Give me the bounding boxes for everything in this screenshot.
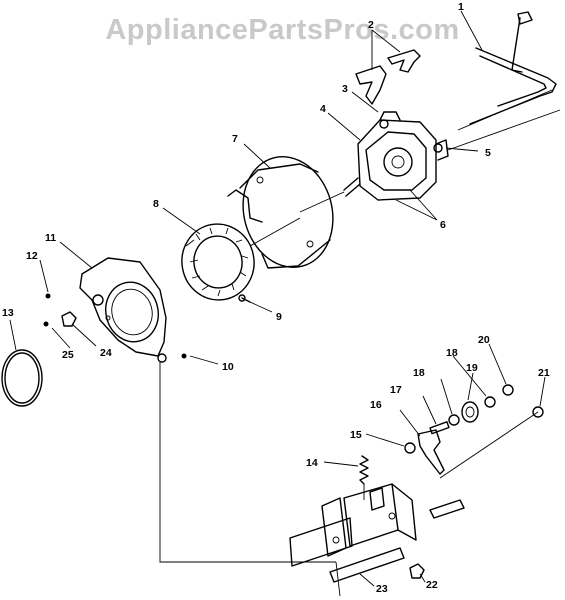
callout-19: 19: [466, 362, 478, 374]
part-17-pin: [429, 421, 450, 435]
callout-8: 8: [153, 198, 159, 210]
callout-20: 20: [478, 334, 490, 346]
callout-24: 24: [100, 347, 112, 359]
callout-14: 14: [306, 457, 318, 469]
part-13-seal-ring: [1, 349, 43, 407]
part-16-idler-arm: [417, 429, 445, 475]
callout-labels: 1 2 3 4 5 6 7 8 9 10 11 12 13 14 15 16 1…: [2, 1, 550, 595]
part-23-motor-mount: [289, 483, 465, 583]
callout-7: 7: [232, 133, 238, 145]
part-7-blower-housing: [227, 156, 334, 269]
callout-2: 2: [368, 19, 374, 31]
part-22-nut: [409, 563, 425, 579]
callout-16: 16: [370, 399, 382, 411]
callout-22: 22: [426, 579, 438, 591]
part-5-pulley-nut: [433, 143, 443, 153]
part-19-idler-pulley: [461, 401, 479, 423]
callout-23: 23: [376, 583, 388, 595]
callout-1: 1: [458, 1, 464, 13]
callout-4: 4: [320, 103, 326, 115]
callout-21: 21: [538, 367, 550, 379]
part-4-drive-motor: [299, 109, 561, 213]
part-15-nut: [404, 442, 416, 454]
part-8-blower-wheel: [181, 223, 255, 301]
callout-10: 10: [222, 361, 234, 373]
assembly-guide-lines: [159, 362, 341, 597]
part-18-washer-2: [484, 396, 496, 408]
callout-13: 13: [2, 307, 14, 319]
callout-11: 11: [45, 232, 56, 244]
callout-9: 9: [276, 311, 282, 323]
part-9-screw: [238, 294, 251, 303]
part-24-bushing: [61, 311, 77, 327]
part-2-motor-clips: [355, 49, 421, 105]
part-1-belt: [457, 11, 557, 131]
callout-6: 6: [440, 219, 446, 231]
part-10-screw: [181, 353, 187, 359]
part-12-screw: [45, 293, 51, 299]
callout-3: 3: [342, 83, 348, 95]
watermark-logo: AppliancePartsPros.com: [105, 14, 460, 46]
part-25-screw: [43, 321, 49, 327]
leader-lines: [9, 10, 546, 587]
part-18-washer: [448, 414, 460, 426]
callout-18-right: 18: [446, 347, 458, 359]
callout-25: 25: [62, 349, 74, 361]
part-11-blower-cover: [79, 257, 167, 363]
callout-15: 15: [350, 429, 362, 441]
part-21-bolt: [439, 406, 544, 479]
callout-17: 17: [390, 384, 402, 396]
callout-18-left: 18: [413, 367, 425, 379]
callout-5: 5: [485, 147, 491, 159]
callout-12: 12: [26, 250, 38, 262]
part-20-nut: [502, 384, 514, 396]
